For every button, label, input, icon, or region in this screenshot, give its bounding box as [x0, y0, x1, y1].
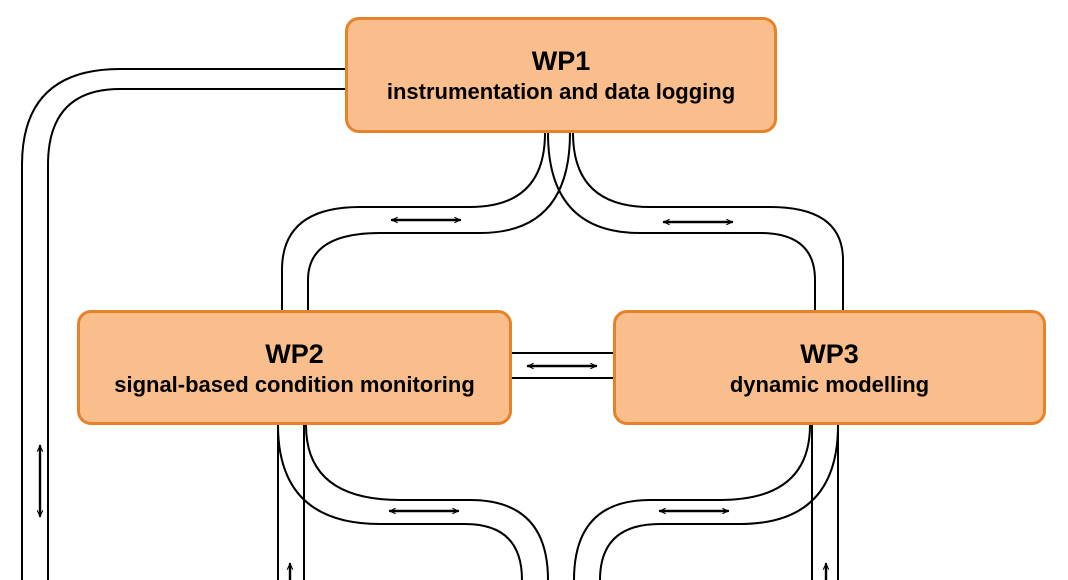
- wp3-title: WP3: [800, 338, 859, 369]
- channel-wp2-lower: [277, 424, 549, 580]
- wp1-subtitle: instrumentation and data logging: [386, 79, 736, 104]
- wp1-box: WP1 instrumentation and data logging: [345, 17, 777, 133]
- wp3-subtitle: dynamic modelling: [729, 371, 930, 397]
- channel-wp2-wp3: [512, 352, 613, 379]
- wp1-title: WP1: [531, 46, 591, 76]
- channel-wp3-lower: [573, 424, 839, 580]
- wp2-title: WP2: [265, 338, 324, 369]
- wp2-box: WP2 signal-based condition monitoring: [77, 310, 512, 425]
- channel-wp1-wp2: [281, 132, 571, 310]
- wp2-subtitle: signal-based condition monitoring: [114, 371, 475, 397]
- channel-wp1-left: [21, 68, 345, 580]
- wp3-box: WP3 dynamic modelling: [613, 310, 1046, 425]
- channel-wp1-wp3: [547, 132, 844, 310]
